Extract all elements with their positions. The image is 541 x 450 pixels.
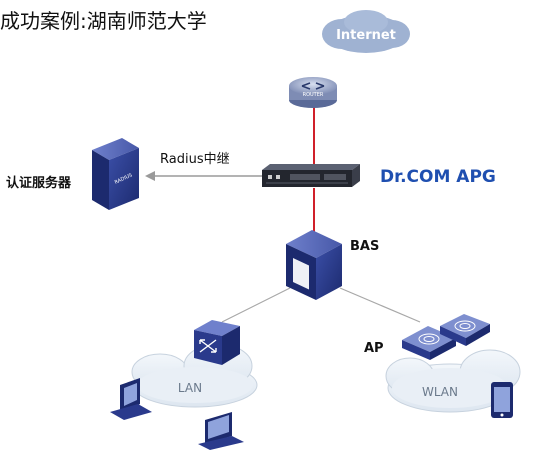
internet-cloud-icon: Internet	[322, 10, 410, 53]
firewall-appliance-icon	[262, 164, 360, 187]
phone-icon	[491, 382, 513, 418]
link-bas-ap	[339, 287, 421, 323]
access-point-icon	[440, 314, 490, 346]
wlan-cloud-icon: WLAN	[385, 349, 521, 413]
computer-icon	[110, 378, 152, 420]
router-icon: ROUTER	[289, 77, 337, 108]
internet-label: Internet	[336, 28, 396, 43]
radius-server-label: 认证服务器	[6, 175, 72, 191]
switch-icon	[194, 320, 240, 365]
apg-label: Dr.COM APG	[380, 167, 496, 187]
bas-label: BAS	[350, 239, 379, 254]
link-bas-switch	[221, 287, 291, 323]
bas-icon	[286, 230, 342, 300]
laptop-icon	[198, 412, 244, 450]
radius-server-icon: RADIUS	[92, 138, 139, 210]
router-tag: ROUTER	[303, 92, 324, 98]
wlan-label: WLAN	[422, 385, 458, 399]
lan-label: LAN	[178, 381, 202, 395]
ap-label: AP	[364, 341, 384, 356]
radius-relay-label: Radius中继	[160, 152, 230, 167]
arrow-head	[145, 171, 155, 181]
page-title: 成功案例:湖南师范大学	[0, 9, 207, 33]
